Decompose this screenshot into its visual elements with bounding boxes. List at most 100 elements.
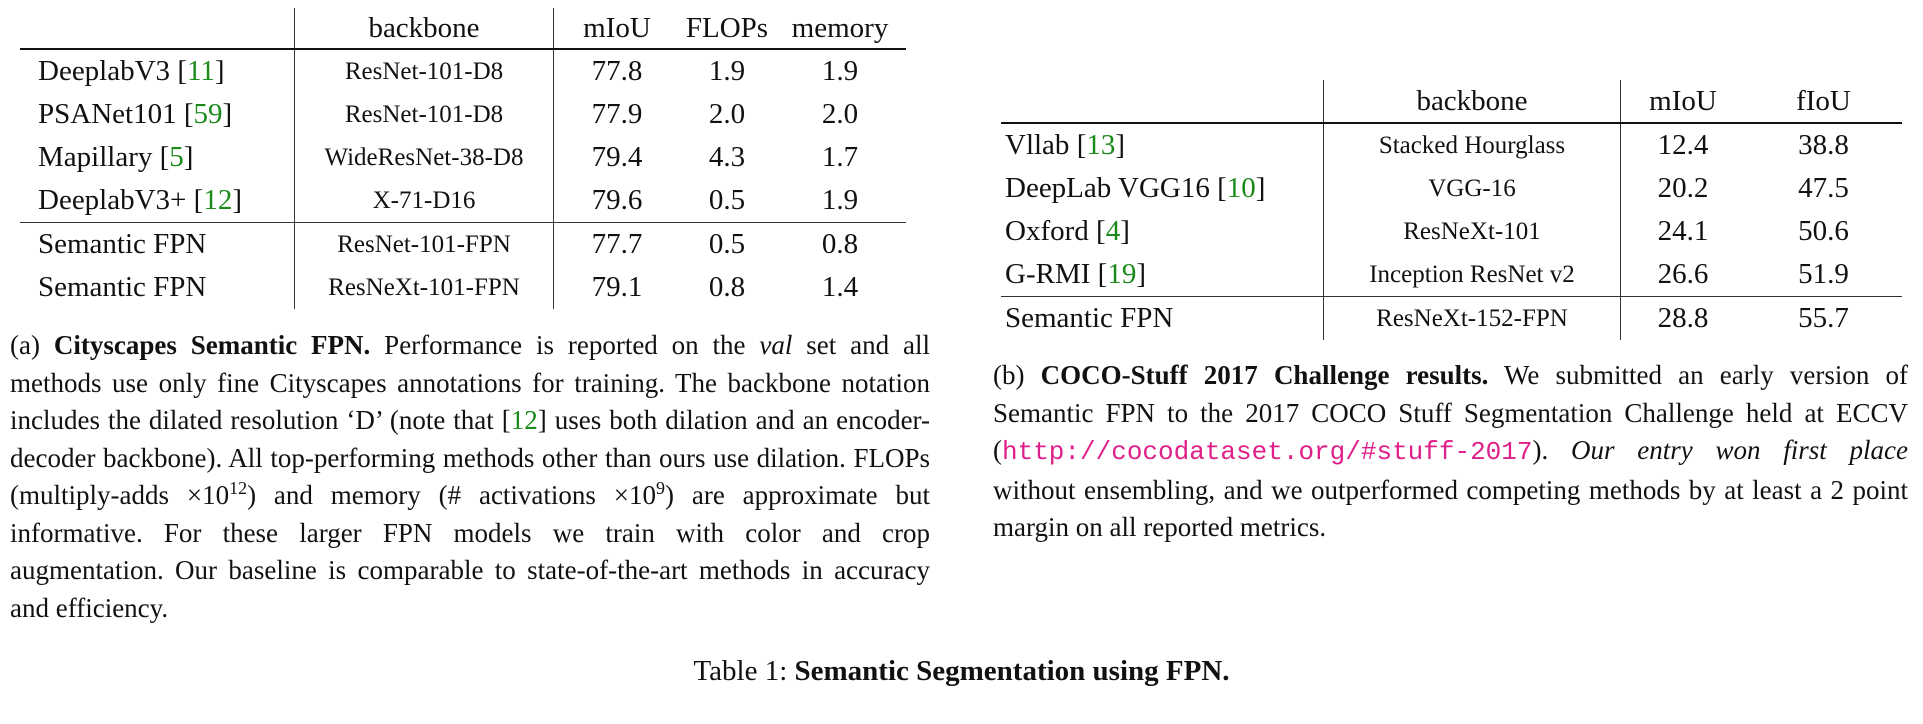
miou-cell: 20.2 [1620, 167, 1745, 210]
table-caption-prefix: Table 1: [693, 655, 788, 687]
citation-link[interactable]: 5 [169, 141, 184, 173]
caption-title: COCO-Stuff 2017 Challenge results. [1040, 360, 1489, 390]
caption-text: ) are approximate but informative. For t… [10, 480, 930, 623]
citation-link[interactable]: 59 [193, 98, 223, 130]
memory-cell: 2.0 [821, 98, 859, 130]
fiou-cell: 50.6 [1798, 215, 1849, 247]
table-row: Oxford [4] ResNeXt-101 24.1 50.6 [1001, 210, 1902, 253]
citation-link[interactable]: 4 [1105, 215, 1121, 247]
memory-cell: 1.7 [821, 141, 859, 173]
memory-cell: 0.8 [774, 222, 906, 266]
caption-text: ] uses both dilation and an encoder-deco… [10, 405, 930, 510]
caption-label: (b) [993, 360, 1025, 390]
method-cell: Semantic FPN [38, 271, 207, 303]
exponent: 9 [656, 478, 666, 498]
caption-a: (a) Cityscapes Semantic FPN. Performance… [10, 327, 930, 627]
table-row: Mapillary [5] WideResNet-38-D8 79.4 4.3 … [20, 136, 906, 179]
citation-link[interactable]: 12 [510, 405, 538, 435]
table-row: DeepLab VGG16 [10] VGG-16 20.2 47.5 [1001, 167, 1902, 210]
miou-cell: 79.4 [553, 136, 680, 179]
method-cell: Vllab [13] [1005, 129, 1126, 161]
citation-link[interactable]: 10 [1226, 172, 1256, 204]
method-name: G-RMI [1005, 258, 1091, 290]
caption-text: set and all methods use only fine Citysc… [10, 330, 931, 435]
header-miou: mIoU [553, 8, 680, 50]
caption-text: ). [1532, 435, 1549, 465]
table-row: Semantic FPN ResNet-101-FPN 77.7 0.5 0.8 [20, 222, 906, 266]
flops-cell: 4.3 [708, 141, 746, 173]
fiou-cell: 55.7 [1745, 296, 1902, 340]
miou-cell: 77.8 [553, 49, 680, 93]
backbone-cell: VGG-16 [1323, 167, 1621, 210]
method-cell: Mapillary [5] [38, 141, 194, 173]
table-cityscapes: backbone mIoU FLOPs memory DeeplabV3 [11… [20, 8, 906, 309]
miou-cell: 24.1 [1620, 210, 1745, 253]
method-cell: DeepLab VGG16 [10] [1005, 172, 1266, 204]
citation-link[interactable]: 11 [186, 55, 215, 87]
table-row: DeeplabV3+ [12] X-71-D16 79.6 0.5 1.9 [20, 179, 906, 223]
citation-link[interactable]: 12 [203, 184, 233, 216]
backbone-cell: ResNet-101-D8 [294, 93, 554, 136]
citation-link[interactable]: 19 [1107, 258, 1137, 290]
table-row: Semantic FPN ResNeXt-101-FPN 79.1 0.8 1.… [20, 266, 906, 309]
caption-b: (b) COCO-Stuff 2017 Challenge results. W… [993, 357, 1908, 547]
caption-label: (a) [10, 330, 40, 360]
header-miou: mIoU [1620, 80, 1745, 124]
method-name: Oxford [1005, 215, 1089, 247]
table-header-row: backbone mIoU fIoU [1001, 80, 1902, 124]
backbone-cell: Stacked Hourglass [1323, 123, 1621, 167]
fiou-cell: 38.8 [1798, 129, 1849, 161]
backbone-cell: ResNeXt-152-FPN [1323, 296, 1621, 340]
miou-cell: 79.1 [553, 266, 680, 309]
method-name: DeeplabV3 [38, 55, 171, 87]
method-name: PSANet101 [38, 98, 177, 130]
header-memory: memory [774, 8, 906, 50]
method-cell: Semantic FPN [20, 222, 295, 266]
backbone-cell: X-71-D16 [294, 179, 554, 223]
table-row: PSANet101 [59] ResNet-101-D8 77.9 2.0 2.… [20, 93, 906, 136]
caption-italic: val [759, 330, 793, 360]
table-row: Semantic FPN ResNeXt-152-FPN 28.8 55.7 [1001, 296, 1902, 340]
method-name: Mapillary [38, 141, 153, 173]
flops-cell: 0.5 [708, 184, 746, 216]
method-name: DeeplabV3+ [38, 184, 187, 216]
miou-cell: 12.4 [1620, 123, 1745, 167]
table-row: G-RMI [19] Inception ResNet v2 26.6 51.9 [1001, 253, 1902, 297]
fiou-cell: 47.5 [1798, 172, 1849, 204]
header-backbone: backbone [294, 8, 554, 50]
method-name: DeepLab VGG16 [1005, 172, 1210, 204]
flops-cell: 0.5 [680, 222, 774, 266]
method-cell: Semantic FPN [1001, 296, 1324, 340]
backbone-cell: WideResNet-38-D8 [294, 136, 554, 179]
backbone-cell: ResNet-101-FPN [294, 222, 554, 266]
caption-title: Cityscapes Semantic FPN. [53, 330, 371, 360]
backbone-cell: ResNeXt-101-FPN [294, 266, 554, 309]
memory-cell: 1.9 [821, 184, 859, 216]
memory-cell: 1.4 [821, 271, 859, 303]
backbone-cell: Inception ResNet v2 [1323, 253, 1621, 297]
table-row: Vllab [13] Stacked Hourglass 12.4 38.8 [1001, 123, 1902, 167]
method-name: Vllab [1005, 129, 1070, 161]
miou-cell: 26.6 [1620, 253, 1745, 297]
exponent: 12 [229, 478, 248, 498]
table-caption: Table 1: Semantic Segmentation using FPN… [0, 655, 1923, 688]
fiou-cell: 51.9 [1798, 258, 1849, 290]
caption-text: without ensembling, and we outperformed … [993, 474, 1908, 543]
table-header-row: backbone mIoU FLOPs memory [20, 8, 906, 50]
table-caption-title: Semantic Segmentation using FPN. [794, 655, 1230, 687]
backbone-cell: ResNet-101-D8 [294, 49, 554, 93]
caption-text: We submitted an early version of Semanti… [993, 360, 1908, 465]
miou-cell: 79.6 [553, 179, 680, 223]
citation-link[interactable]: 13 [1086, 129, 1116, 161]
header-backbone: backbone [1323, 80, 1621, 124]
header-method [20, 8, 295, 50]
flops-cell: 2.0 [708, 98, 746, 130]
caption-italic: Our entry won first place [1571, 435, 1909, 465]
header-method [1001, 80, 1324, 124]
method-cell: Oxford [4] [1005, 215, 1130, 247]
method-cell: DeeplabV3 [11] [38, 55, 225, 87]
header-fiou: fIoU [1745, 80, 1902, 124]
url-link[interactable]: http://cocodataset.org/#stuff-2017 [1002, 437, 1533, 467]
backbone-cell: ResNeXt-101 [1323, 210, 1621, 253]
miou-cell: 77.7 [553, 222, 680, 266]
